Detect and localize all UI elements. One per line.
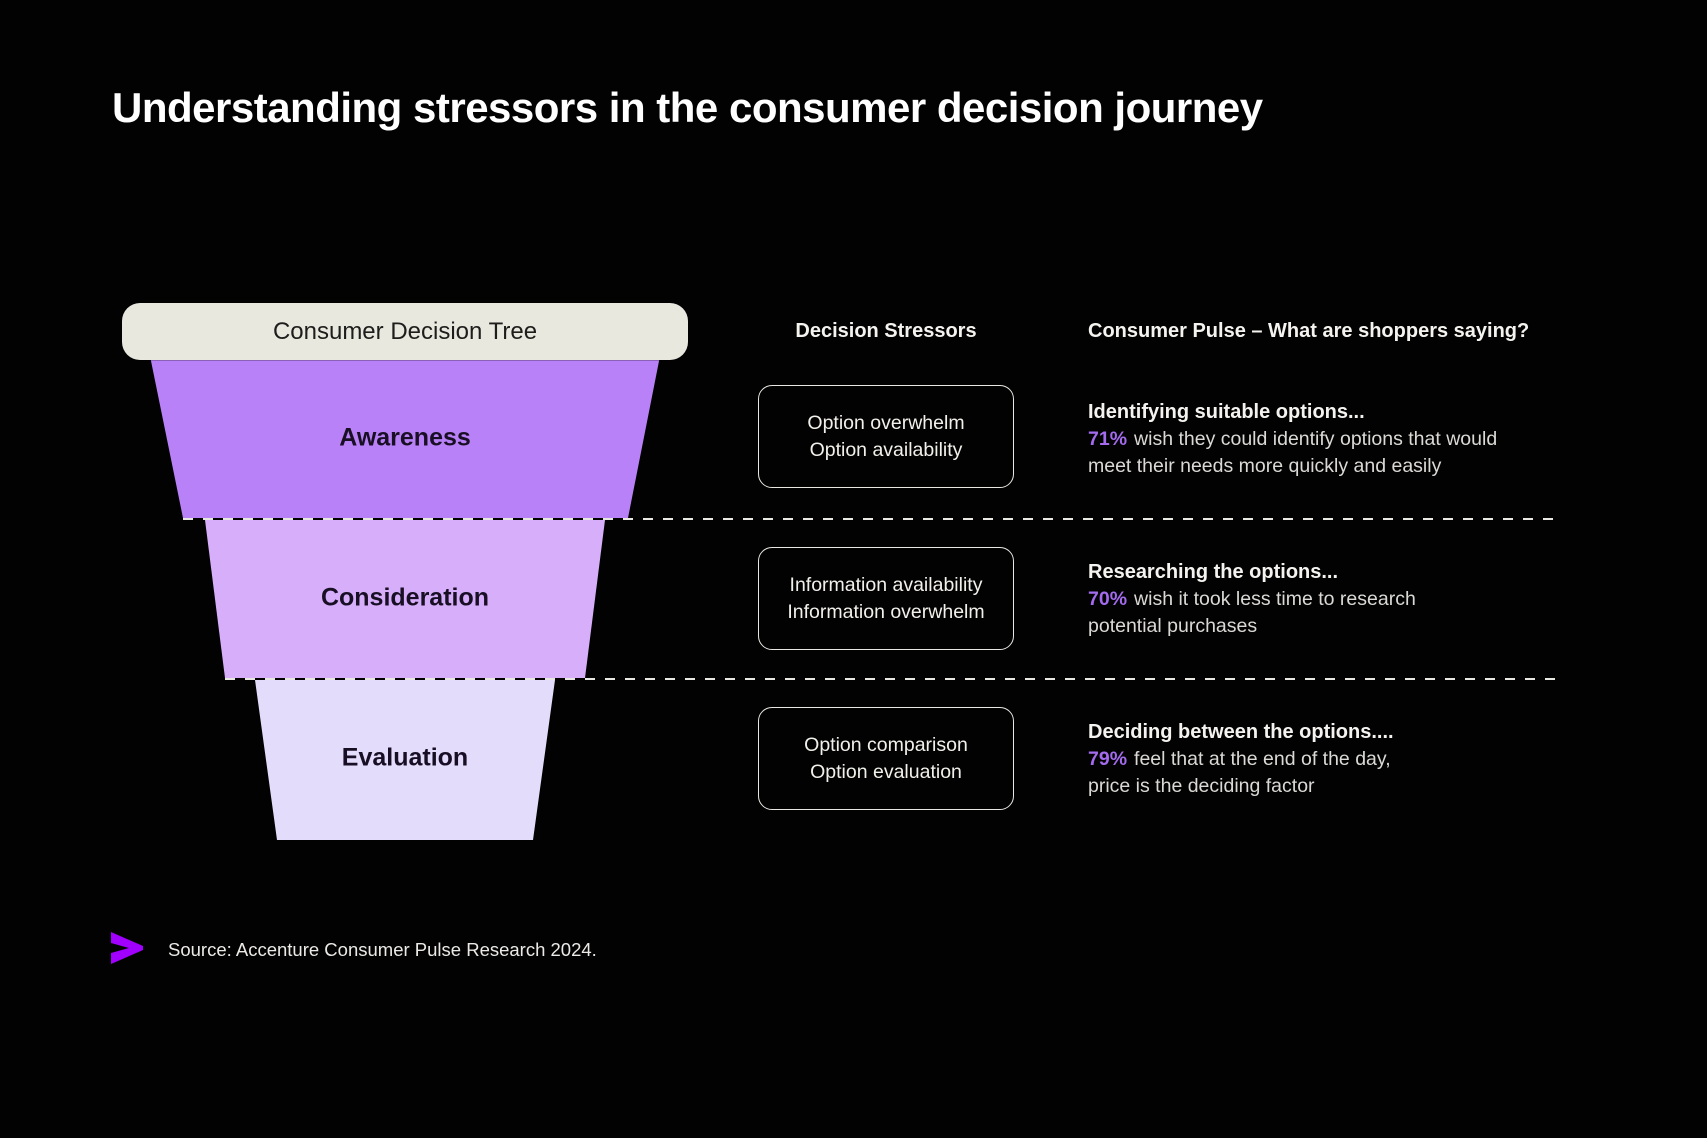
source-text: Source: Accenture Consumer Pulse Researc… [168,939,597,960]
decision-stressors-header: Decision Stressors [795,320,977,342]
funnel-stage-evaluation-shape [255,680,555,840]
stressor-line: Information availability [789,573,983,596]
stressor-box-consideration: Information availability Information ove… [758,547,1014,650]
stressor-line: Option availability [809,438,963,461]
percent-value: 79% [1088,748,1128,770]
funnel-stage-consideration-shape [205,520,605,678]
pulse-text: feel that at the end of the day, [1134,748,1391,770]
consumer-pulse-header: Consumer Pulse – What are shoppers sayin… [1088,320,1530,342]
percent-value: 71% [1088,428,1128,450]
page-title: Understanding stressors in the consumer … [112,84,1263,131]
pulse-text: meet their needs more quickly and easily [1088,455,1442,477]
pulse-text: potential purchases [1088,615,1258,637]
funnel-header-label: Consumer Decision Tree [272,317,538,345]
pulse-heading: Identifying suitable options... [1088,401,1365,423]
funnel-stage-evaluation-label: Evaluation [341,743,469,772]
pulse-block-evaluation: Deciding between the options.... 79% feel… [1088,719,1588,800]
pulse-heading: Researching the options... [1088,561,1339,583]
funnel-stage-consideration-label: Consideration [320,583,490,612]
pulse-block-awareness: Identifying suitable options... 71% wish … [1088,399,1588,480]
stressor-box-evaluation: Option comparison Option evaluation [758,707,1014,810]
funnel-stage-awareness-label: Awareness [339,423,471,452]
pulse-heading: Deciding between the options.... [1088,721,1394,743]
pulse-text: price is the deciding factor [1088,775,1315,797]
funnel-header-pill: Consumer Decision Tree [122,303,688,360]
accenture-logo-icon [111,932,143,964]
stressor-line: Information overwhelm [787,600,985,623]
stressor-line: Option evaluation [810,760,962,783]
pulse-block-consideration: Researching the options... 70% wish it to… [1088,559,1588,640]
stressor-line: Option overwhelm [807,411,965,434]
pulse-text: wish they could identify options that wo… [1134,428,1498,450]
percent-value: 70% [1088,588,1128,610]
stressor-line: Option comparison [804,733,968,756]
pulse-body: 71% wish they could identify options that… [1088,426,1588,480]
accenture-chevron [111,932,143,964]
pulse-body: 79% feel that at the end of the day, pric… [1088,746,1588,800]
pulse-text: wish it took less time to research [1134,588,1416,610]
stressor-box-awareness: Option overwhelm Option availability [758,385,1014,488]
funnel-stage-awareness-shape [150,356,660,518]
pulse-body: 70% wish it took less time to research po… [1088,586,1588,640]
